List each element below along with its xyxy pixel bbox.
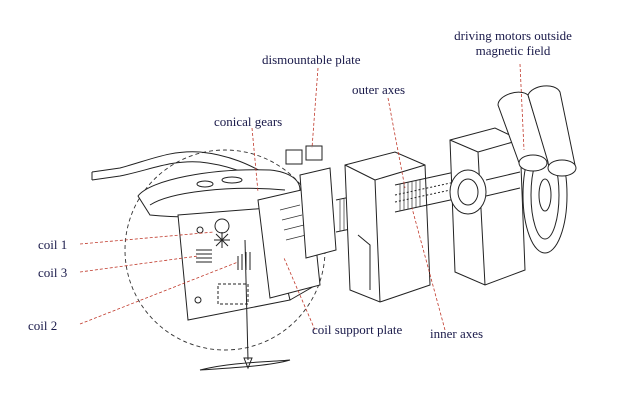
label-driving-motors-line2: magnetic field: [475, 43, 551, 58]
label-coil-3: coil 3: [38, 265, 68, 280]
label-coil-support-plate: coil support plate: [312, 322, 403, 337]
label-conical-gears: conical gears: [214, 114, 283, 129]
outer-inner-axes: [394, 171, 456, 213]
label-dismountable-plate: dismountable plate: [262, 52, 361, 67]
label-inner-axes: inner axes: [430, 326, 484, 341]
label-coil-1: coil 1: [38, 237, 68, 252]
right-support-block: [449, 127, 526, 286]
sample-rod: [199, 239, 291, 371]
label-coil-2: coil 2: [28, 318, 58, 333]
label-driving-motors-line1: driving motors outside: [454, 28, 572, 43]
motor-shaft: [485, 171, 521, 197]
label-outer-axes: outer axes: [352, 82, 406, 97]
label-driving-motors: driving motors outside magnetic field: [428, 28, 598, 58]
leader-lines: [79, 63, 525, 331]
dismountable-plate: [285, 145, 337, 259]
middle-support-block: [344, 151, 431, 303]
